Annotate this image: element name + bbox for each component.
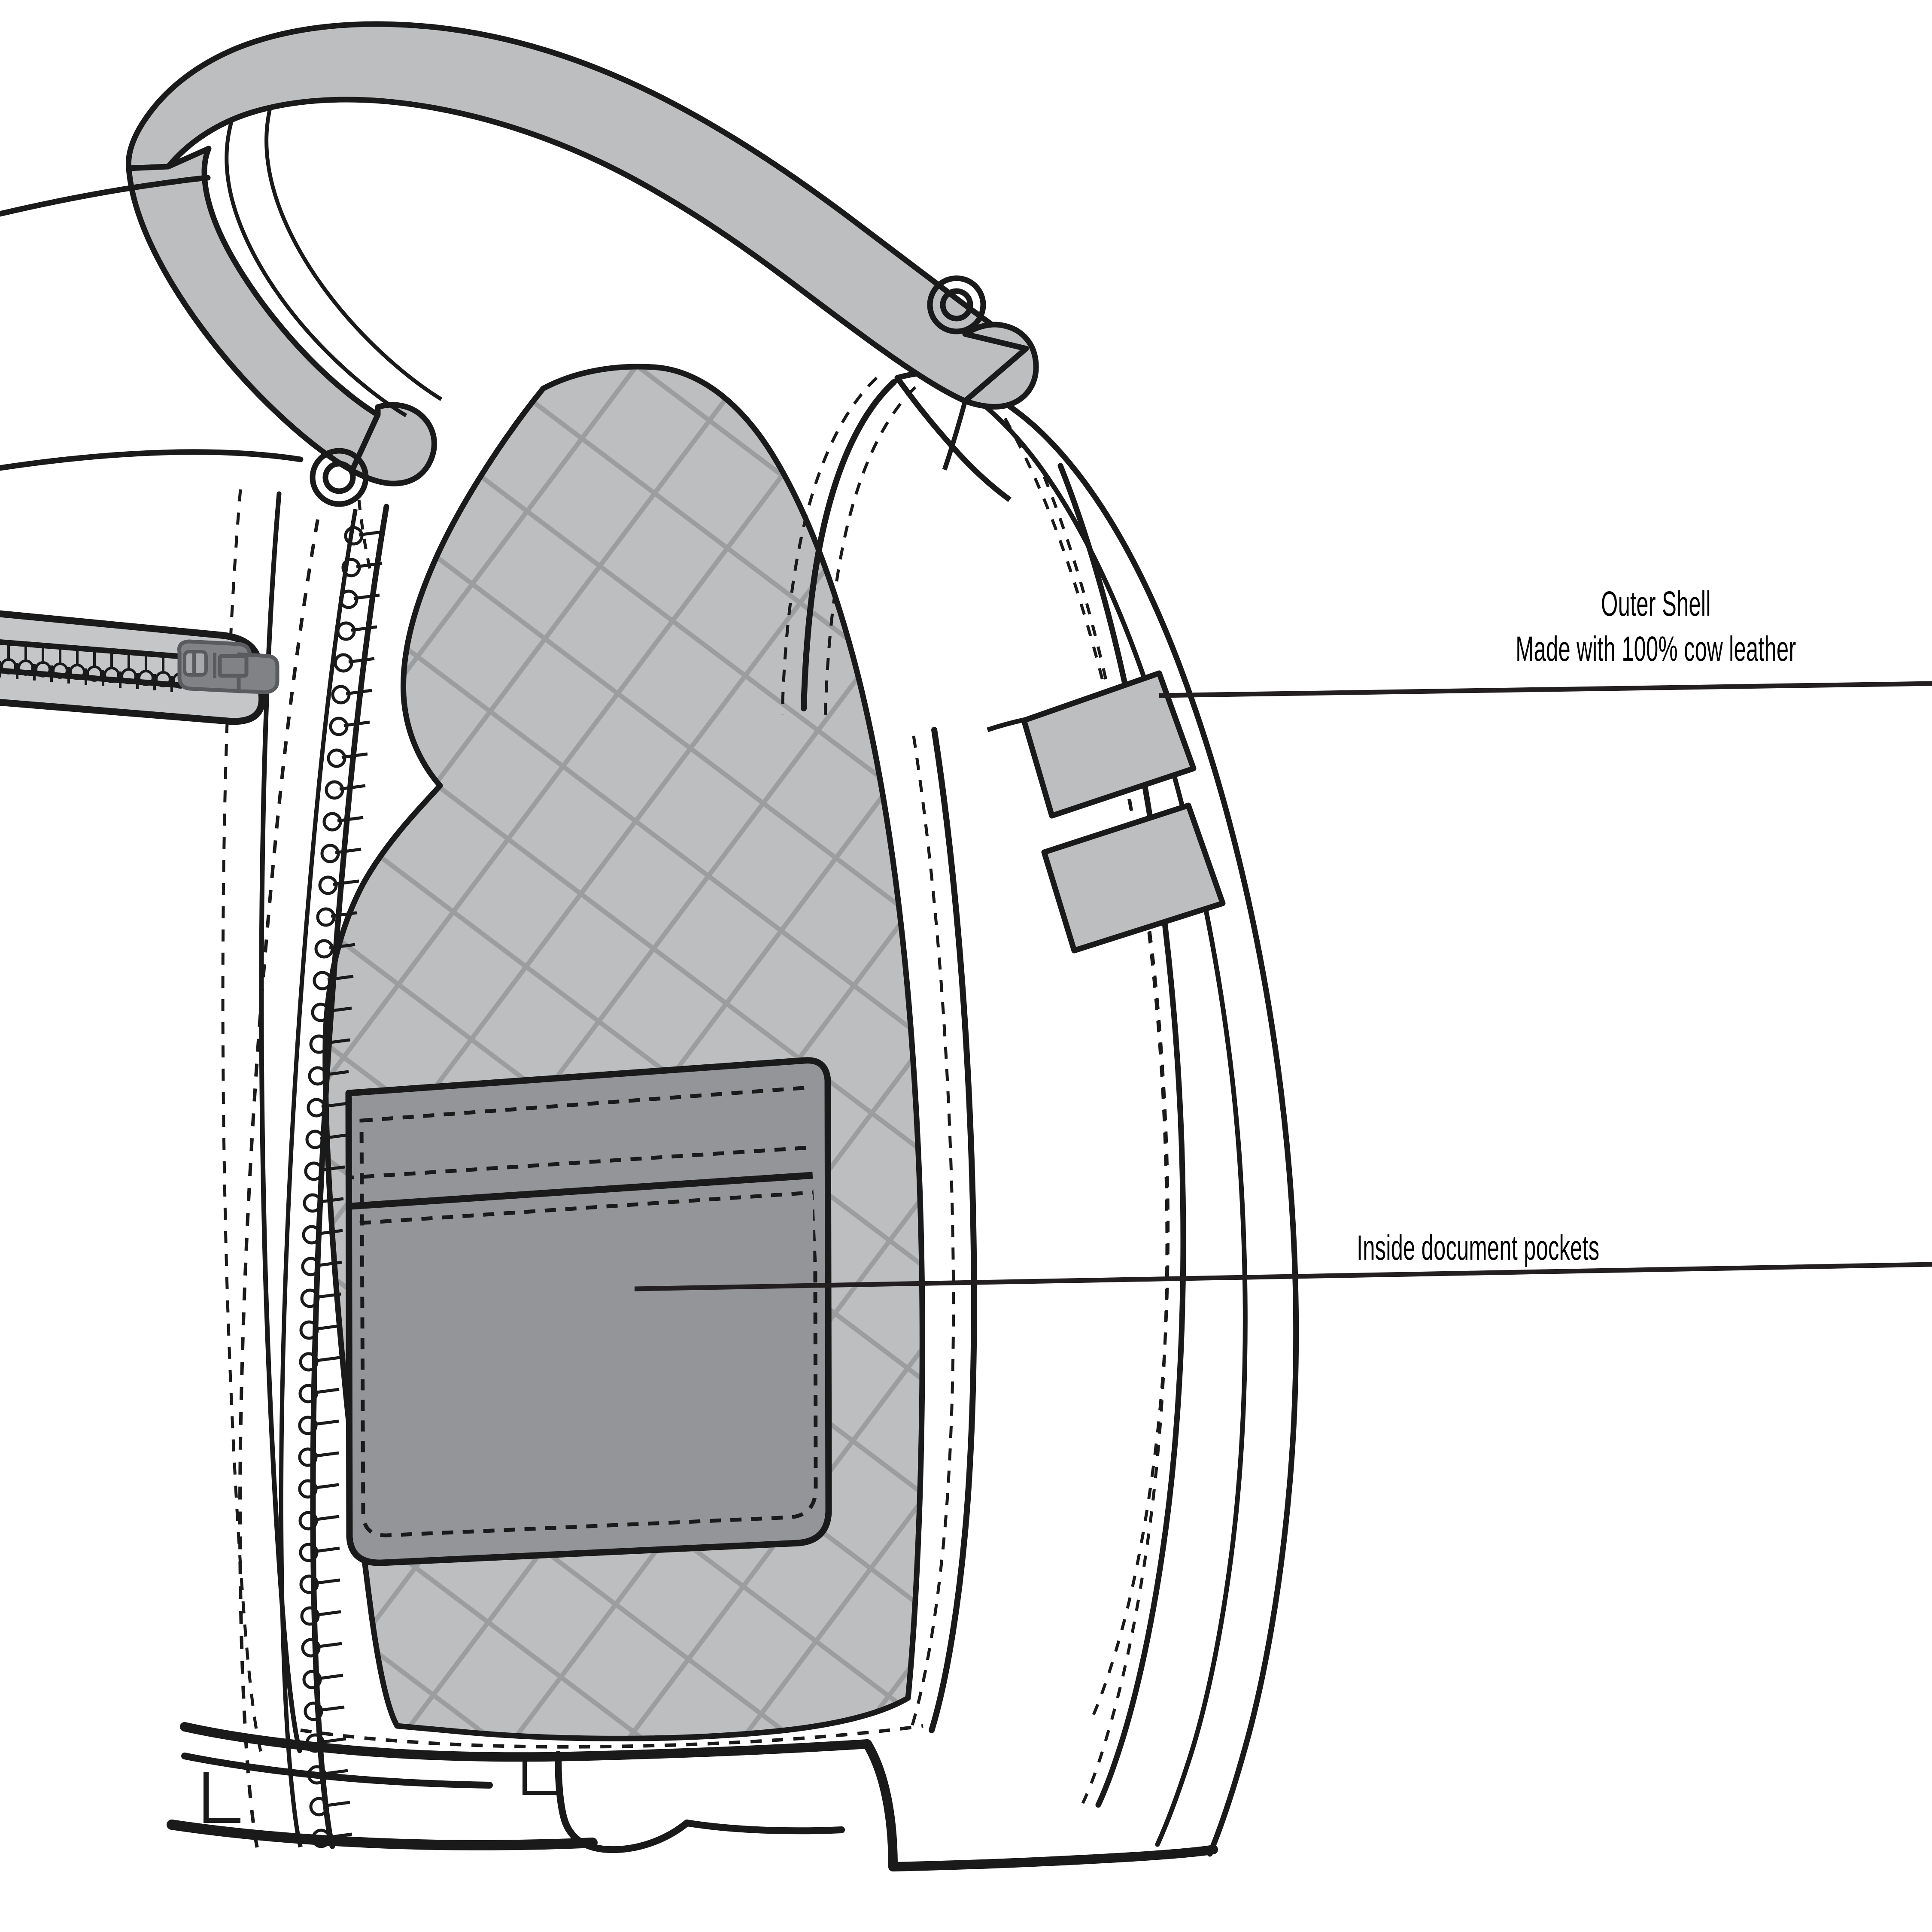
leader-line-outer-shell <box>1159 681 1932 698</box>
sleeve-stripe-upper <box>1021 670 1197 819</box>
hem-band <box>555 1751 845 1853</box>
leader-line-inside-pockets <box>634 1262 1932 1291</box>
inside-document-pockets-callout-line-1: Inside document pockets <box>1357 1228 1600 1267</box>
sleeve-stripes <box>987 670 1226 954</box>
callout-leader-lines <box>634 681 1932 1291</box>
outer-shell-callout-line-2: Made with 100% cow leather <box>1516 629 1796 668</box>
collar-strap <box>0 21 1039 577</box>
front-zipper <box>238 504 389 1858</box>
collar-snap-left-icon <box>310 448 369 507</box>
inside-document-pockets-callout: Inside document pockets <box>1357 1226 1599 1271</box>
collar-snap-right-icon <box>927 275 986 334</box>
sleeve-stripe-lower <box>1041 802 1226 954</box>
outer-shell-callout-line-1: Outer Shell <box>1601 584 1711 623</box>
inside-document-pocket <box>345 1057 832 1566</box>
detached-zipper <box>0 610 279 725</box>
zipper-slider <box>177 639 279 694</box>
outer-shell-callout: Outer Shell Made with 100% cow leather <box>1516 582 1796 672</box>
